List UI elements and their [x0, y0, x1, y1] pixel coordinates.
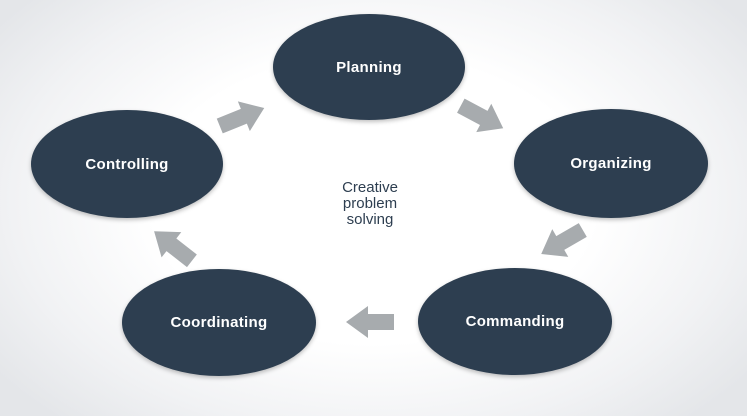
- center-label: Creative problem solving: [300, 180, 440, 228]
- node-label-commanding: Commanding: [465, 313, 565, 330]
- node-commanding: Commanding: [418, 268, 612, 375]
- arrow-icon: [346, 306, 394, 338]
- center-label-line-2: problem: [342, 195, 398, 212]
- arrow-icon: [154, 231, 197, 268]
- node-planning: Planning: [273, 14, 465, 120]
- arrow-icon: [216, 101, 265, 134]
- center-label-line-3: solving: [346, 211, 394, 228]
- arrow-icon: [457, 98, 504, 133]
- node-controlling: Controlling: [31, 110, 223, 218]
- arrow-icon: [541, 223, 587, 257]
- node-label-organizing: Organizing: [570, 155, 652, 172]
- node-label-planning: Planning: [336, 58, 402, 76]
- node-organizing: Organizing: [514, 109, 708, 218]
- center-label-line-1: Creative: [342, 179, 398, 196]
- node-label-coordinating: Coordinating: [170, 314, 268, 331]
- node-label-controlling: Controlling: [85, 155, 169, 173]
- node-coordinating: Coordinating: [122, 269, 316, 376]
